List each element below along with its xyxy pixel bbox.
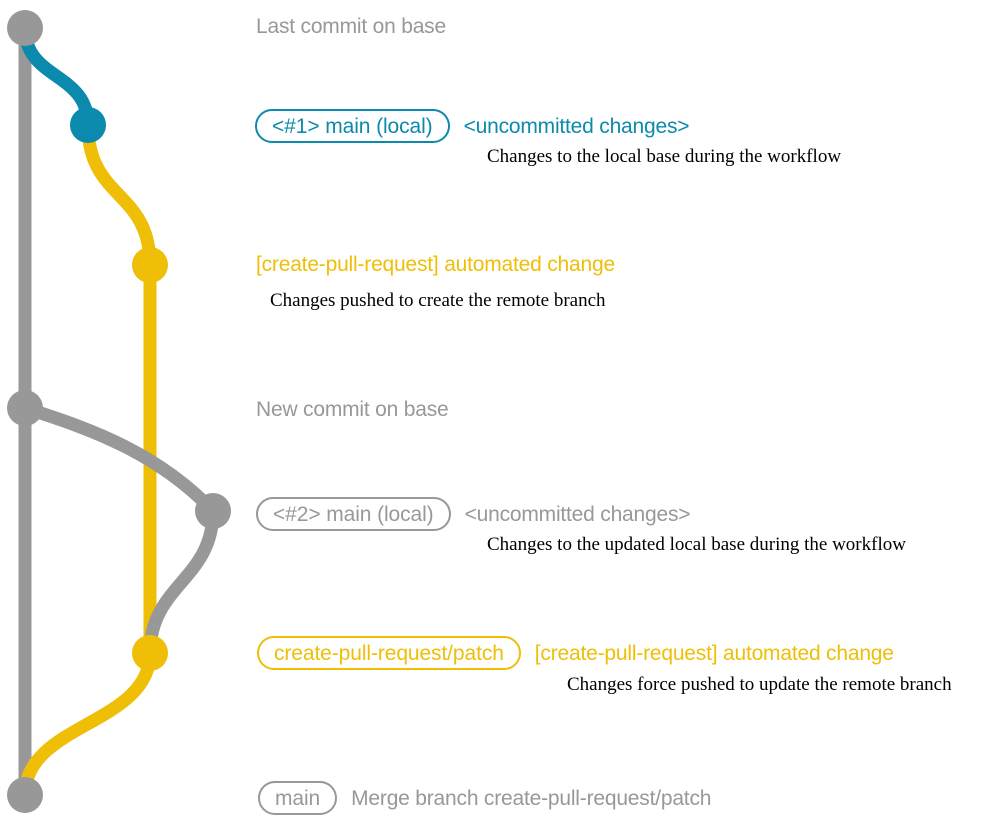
- commit-subject: [create-pull-request] automated change: [256, 253, 615, 276]
- commit-row-new-commit-on-base: New commit on base: [256, 398, 449, 421]
- commit-subject: New commit on base: [256, 398, 449, 421]
- commit-description: Changes force pushed to update the remot…: [567, 674, 952, 695]
- commit-description: Changes pushed to create the remote bran…: [270, 290, 606, 311]
- commit-description: Changes to the local base during the wor…: [487, 146, 842, 167]
- branch-line-merge: [18, 646, 157, 802]
- commit-node-local-2: [195, 493, 231, 529]
- commit-node-patch-2: [132, 635, 168, 671]
- commit-node-patch-1: [132, 247, 168, 283]
- commit-row-local-uncommitted-1: <#1> main (local) <uncommitted changes>: [255, 109, 690, 143]
- commit-row-automated-change-create: [create-pull-request] automated change: [256, 254, 615, 275]
- ref-badge-main-local-1[interactable]: <#1> main (local): [255, 109, 450, 143]
- commit-description: Changes to the updated local base during…: [487, 534, 906, 555]
- ref-badge-create-pull-request-patch[interactable]: create-pull-request/patch: [257, 636, 521, 670]
- commit-row-merge-branch: main Merge branch create-pull-request/pa…: [258, 781, 711, 815]
- ref-badge-main[interactable]: main: [258, 781, 338, 815]
- branch-line-rebase-out: [18, 401, 220, 518]
- commit-node-local-1: [70, 107, 106, 143]
- commit-subject: Merge branch create-pull-request/patch: [351, 786, 712, 810]
- branch-line-rebase-in: [143, 504, 220, 660]
- commit-subject: <uncommitted changes>: [463, 114, 690, 138]
- commit-subject: [create-pull-request] automated change: [534, 641, 894, 665]
- commit-row-automated-change-update: create-pull-request/patch [create-pull-r…: [257, 636, 894, 670]
- commit-row-local-uncommitted-2: <#2> main (local) <uncommitted changes>: [256, 497, 691, 531]
- commit-row-last-commit-on-base: Last commit on base: [256, 16, 446, 37]
- commit-node-base-new: [7, 390, 43, 426]
- ref-badge-main-local-2[interactable]: <#2> main (local): [256, 497, 451, 531]
- commit-subject: <uncommitted changes>: [464, 502, 691, 526]
- commit-node-base-head: [7, 10, 43, 46]
- commit-subject: Last commit on base: [256, 15, 446, 38]
- commit-node-merge-commit: [7, 777, 43, 813]
- branch-line-patch-upper: [81, 118, 157, 272]
